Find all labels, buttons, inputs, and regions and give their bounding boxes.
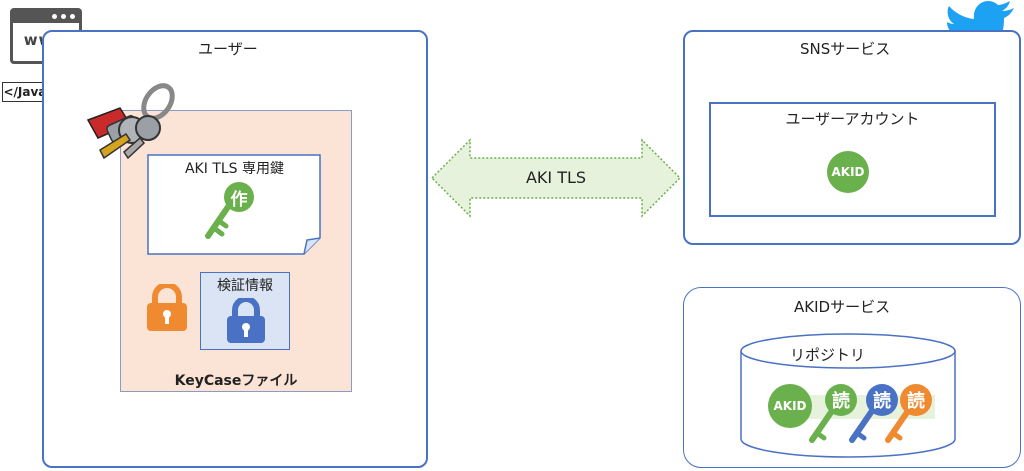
user-title: ユーザー xyxy=(198,40,258,58)
aki-tls-label: AKI TLS xyxy=(525,168,587,187)
blue-read-key-icon xyxy=(849,405,877,443)
orange-lock-icon xyxy=(147,284,187,331)
aki-tls-double-arrow xyxy=(430,138,682,218)
private-key-label: AKI TLS 専用鍵 xyxy=(184,161,285,177)
repository-label: リポジトリ xyxy=(790,346,866,364)
akid-service-title: AKIDサービス xyxy=(794,298,891,316)
blue-lock-icon xyxy=(227,298,265,343)
green-read-badge: 読 xyxy=(825,384,857,416)
user-account-box xyxy=(709,102,996,217)
sns-akid-badge: AKID xyxy=(827,151,869,193)
verification-info-label: 検証情報 xyxy=(217,278,273,294)
sns-service-title: SNSサービス xyxy=(800,40,891,58)
create-badge: 作 xyxy=(224,182,254,212)
user-account-label: ユーザーアカウント xyxy=(785,110,920,128)
repository-akid-badge: AKID xyxy=(768,384,812,428)
keycase-file-label: KeyCaseファイル xyxy=(174,373,298,389)
orange-read-badge: 読 xyxy=(900,384,932,416)
green-key-icon xyxy=(205,201,233,239)
green-read-key-icon xyxy=(809,405,837,443)
blue-read-badge: 読 xyxy=(866,384,898,416)
keyring-icon xyxy=(86,83,175,160)
